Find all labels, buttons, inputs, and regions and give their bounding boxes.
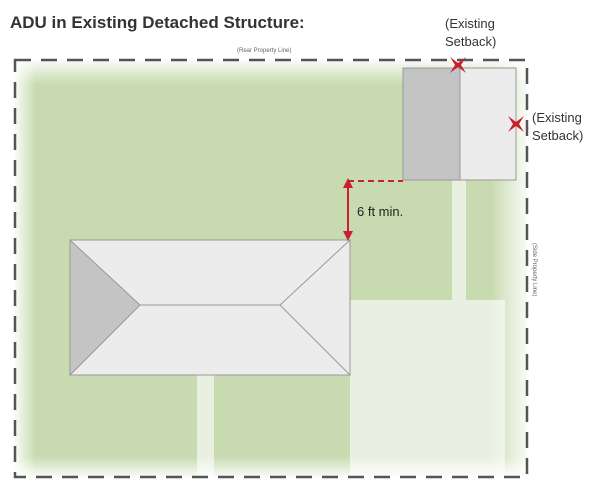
roof-hip-right <box>279 238 351 377</box>
setback-right-label-line1: (Existing <box>532 110 582 125</box>
svg-text:(Existing Setback): (Existing Setback) <box>532 110 585 143</box>
arrow-up-icon <box>343 178 353 188</box>
property-line <box>13 58 529 479</box>
setback-top-label-line1: (Existing <box>445 16 495 31</box>
svg-text:(Existing Setback): (Existing Setback) <box>445 16 498 49</box>
min-distance-dimension <box>343 178 403 241</box>
setback-top-label-line2: Setback) <box>445 34 496 49</box>
roof-hip-left <box>69 238 141 377</box>
setback-marker-top <box>450 57 466 73</box>
main-house <box>69 238 351 377</box>
min-distance-label: 6 ft min. <box>357 204 403 219</box>
arrow-down-icon <box>343 231 353 241</box>
setback-right-label-line2: Setback) <box>532 128 583 143</box>
side-property-line-label: (Side Property Line) <box>531 243 537 296</box>
diagram-title: ADU in Existing Detached Structure: <box>10 13 305 32</box>
rear-property-line-label: (Rear Property Line) <box>237 48 291 54</box>
setback-marker-right <box>508 116 524 132</box>
detached-structure <box>402 67 517 181</box>
